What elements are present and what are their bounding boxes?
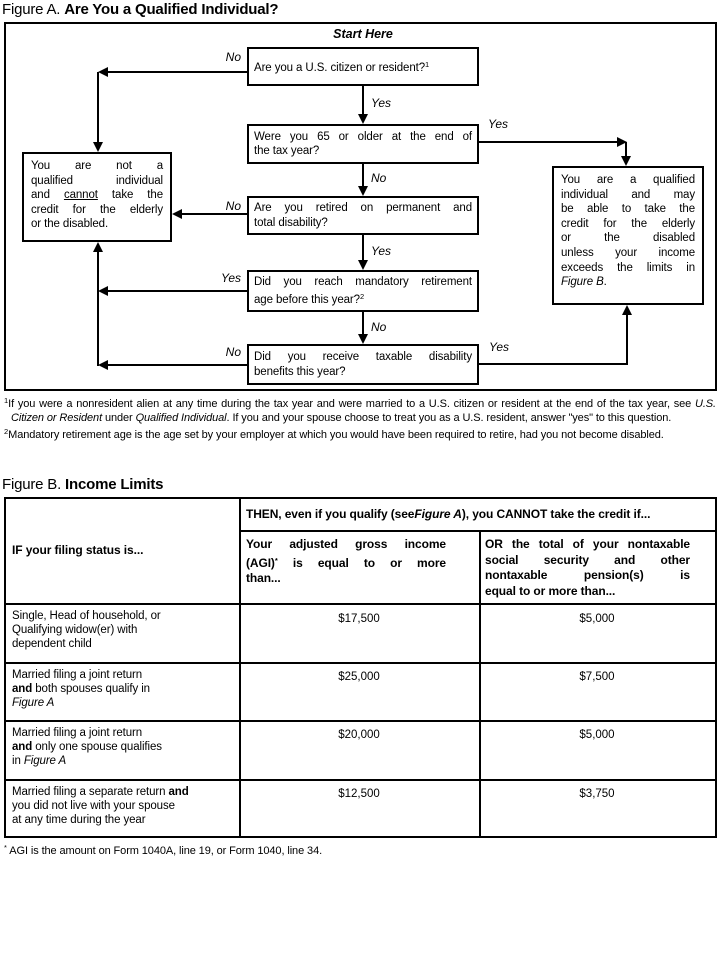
figure-b-title-text: Income Limits (65, 476, 164, 493)
arrow-no-age65-head (358, 186, 368, 196)
footnote-1: 1If you were a nonresident alien at any … (4, 396, 716, 424)
arrow-no-retired-head (172, 209, 182, 219)
figure-a-title-prefix: Figure A. (2, 1, 61, 18)
arrow-no-benefits-line (100, 364, 247, 366)
table-row-2-nontaxable: $7,500 (579, 671, 615, 683)
arrow-yes-citizen-line (362, 86, 364, 115)
start-here-label: Start Here (333, 27, 393, 41)
label-no-benefits: No (225, 345, 241, 359)
arrow-yes-age65-drop (625, 142, 627, 158)
arrow-yes-mandatory-line (100, 290, 247, 292)
table-row-2-agi: $25,000 (338, 671, 380, 683)
arrow-yes-mandatory-head (98, 286, 108, 296)
table-divider-col1 (239, 499, 241, 836)
label-yes-age65: Yes (488, 117, 509, 131)
table-row-1-agi: $17,500 (338, 613, 380, 625)
table-rule-header (6, 603, 715, 605)
question-box-citizen: Are you a U.S. citizen or resident?1 (247, 47, 479, 86)
arrow-no-citizen-drop (97, 72, 99, 143)
column-header-then: THEN, even if you qualify (see Figure A)… (246, 506, 651, 521)
table-row-4-nontaxable: $3,750 (579, 788, 615, 800)
table-rule-then (239, 530, 715, 532)
arrow-yes-age65-line (479, 141, 625, 143)
figure-a-title: Figure A. Are You a Qualified Individual… (2, 1, 279, 18)
collector-line-left (97, 248, 99, 366)
table-row-4-agi: $12,500 (338, 788, 380, 800)
agi-footnote: * AGI is the amount on Form 1040A, line … (4, 843, 323, 857)
figure-a-title-text: Are You a Qualified Individual? (64, 1, 279, 18)
label-no-mandatory: No (371, 320, 387, 334)
arrow-into-qualified-bottom (622, 305, 632, 315)
arrow-yes-benefits-rise (626, 308, 628, 365)
label-no-citizen: No (225, 50, 241, 64)
arrow-yes-benefits-line (479, 363, 627, 365)
question-text: Are you a U.S. citizen or resident?1 (254, 59, 430, 74)
table-row-1-nontaxable: $5,000 (579, 613, 615, 625)
table-row-3-nontaxable: $5,000 (579, 729, 615, 741)
arrow-into-not-qualified-top (93, 142, 103, 152)
label-yes-citizen: Yes (371, 96, 392, 110)
income-limits-table: IF your filing status is... THEN, even i… (4, 497, 717, 838)
label-yes-retired: Yes (371, 244, 392, 258)
footnote-2: 2Mandatory retirement age is the age set… (4, 427, 664, 442)
label-yes-mandatory: Yes (220, 271, 241, 285)
label-no-age65: No (371, 171, 387, 185)
arrow-into-qualified-top (621, 156, 631, 166)
arrow-no-benefits-head (98, 360, 108, 370)
figure-b-title-prefix: Figure B. (2, 476, 62, 493)
arrow-into-not-qualified-bottom (93, 242, 103, 252)
arrow-no-citizen-line (100, 71, 247, 73)
label-yes-benefits: Yes (489, 340, 510, 354)
arrow-no-age65-line (362, 164, 364, 188)
arrow-no-mandatory-head (358, 334, 368, 344)
figure-a-flowchart: Start Here Are you a U.S. citizen or res… (4, 22, 717, 391)
arrow-yes-retired-head (358, 260, 368, 270)
table-rule-row1 (6, 662, 715, 664)
table-row-3-agi: $20,000 (338, 729, 380, 741)
column-header-filing-status: IF your filing status is... (12, 543, 144, 558)
arrow-yes-citizen-head (358, 114, 368, 124)
figure-a-footnotes: 1If you were a nonresident alien at any … (4, 394, 716, 443)
arrow-yes-retired-line (362, 235, 364, 262)
label-no-retired: No (225, 199, 241, 213)
arrow-no-citizen-head (98, 67, 108, 77)
column-header-agi: Your adjusted gross income(AGI)* is equa… (246, 537, 446, 585)
table-rule-row2 (6, 720, 715, 722)
table-rule-row3 (6, 779, 715, 781)
table-divider-col2 (479, 530, 481, 836)
arrow-no-retired-line (174, 213, 247, 215)
figure-b-title: Figure B. Income Limits (2, 476, 163, 493)
arrow-yes-age65-head (617, 137, 627, 147)
arrow-no-mandatory-line (362, 312, 364, 336)
